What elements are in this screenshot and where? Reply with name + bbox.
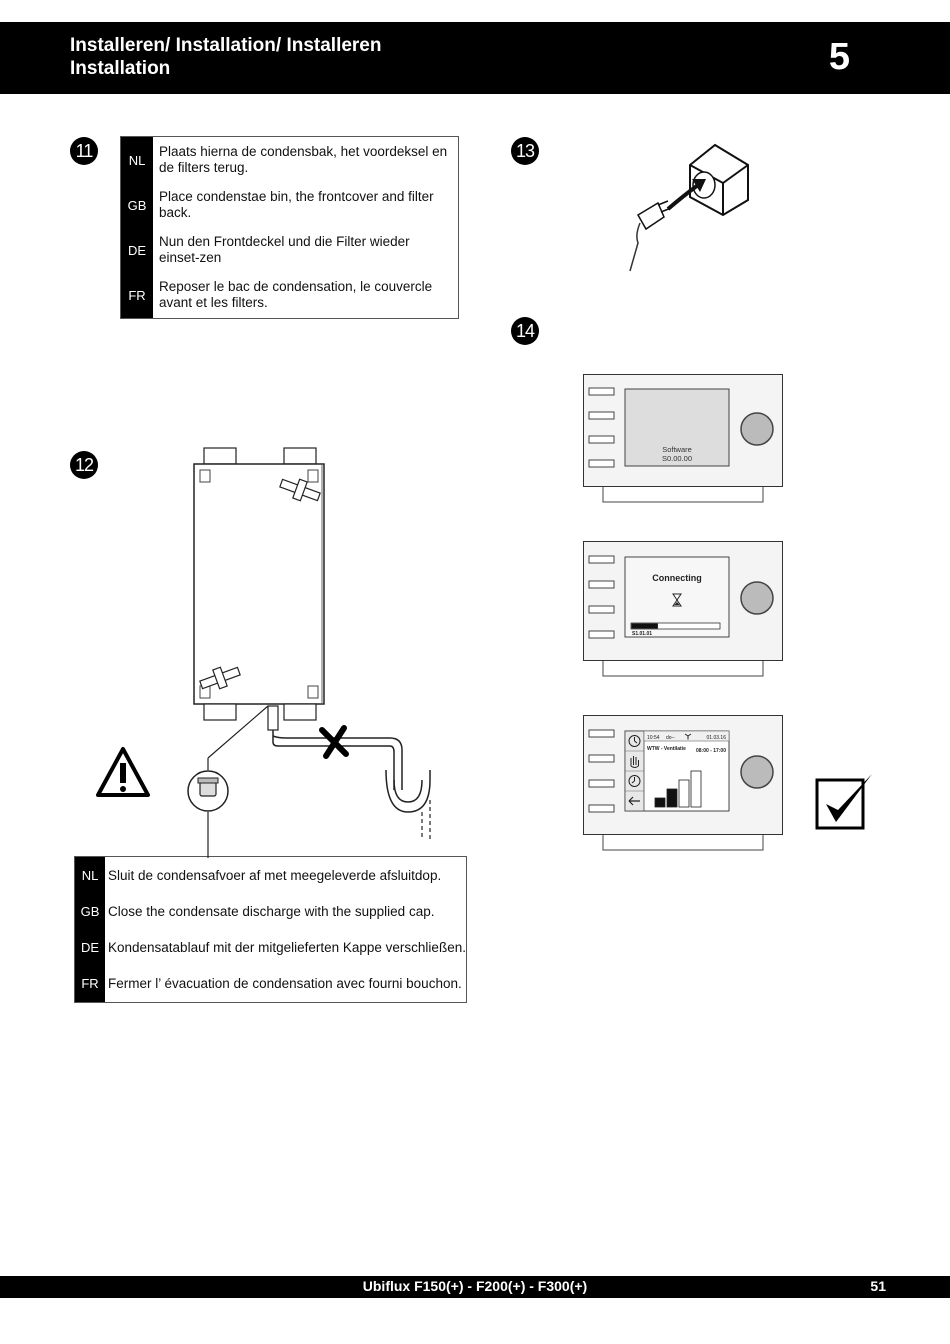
- instruction-row-gb: GB Place condenstae bin, the frontcover …: [121, 188, 458, 228]
- step-number-14: 14: [511, 317, 539, 345]
- step12-instruction-box: NL Sluit de condensafvoer af met meegele…: [74, 856, 467, 1003]
- screen-mode-label: WTW - Ventilatie: [647, 746, 686, 752]
- language-column: [121, 137, 153, 318]
- display-connecting-screen: Connecting S1.01.01: [583, 541, 783, 677]
- screen-software-label: Software: [662, 445, 692, 454]
- instruction-text: Fermer l’ évacuation de condensation ave…: [108, 976, 462, 991]
- plug-socket-illustration: [629, 143, 749, 272]
- instruction-text: Sluit de condensafvoer af met meegelever…: [108, 868, 442, 883]
- language-code: DE: [127, 243, 147, 258]
- chapter-number: 5: [828, 36, 850, 78]
- instruction-row-de: DE Kondensatablauf mit der mitgelieferte…: [75, 939, 466, 959]
- hand-icon: [630, 756, 639, 768]
- instruction-row-gb: GB Close the condensate discharge with t…: [75, 903, 466, 923]
- hourglass-icon: [672, 593, 682, 607]
- screen-connecting-version: S1.01.01: [632, 631, 652, 637]
- title-line-2: Installation: [70, 58, 171, 79]
- cross-icon: [319, 725, 349, 759]
- instruction-text: Place condenstae bin, the frontcover and…: [159, 189, 434, 220]
- instruction-row-nl: NL Plaats hierna de condensbak, het voor…: [121, 143, 458, 183]
- level-bar: [654, 797, 666, 808]
- instruction-row-fr: FR Reposer le bac de condensation, le co…: [121, 278, 458, 318]
- screen-day: do--: [666, 735, 675, 741]
- level-bar: [678, 779, 690, 808]
- page-header: Installeren/ Installation/ Installeren I…: [0, 22, 950, 94]
- display-software-screen: Software S0.00.00: [583, 374, 783, 503]
- title-line-1: Installeren/ Installation/ Installeren: [70, 35, 382, 56]
- instruction-row-de: DE Nun den Frontdeckel und die Filter wi…: [121, 233, 458, 273]
- instruction-text: Plaats hierna de condensbak, het voordek…: [159, 144, 448, 175]
- wall-socket: [689, 143, 749, 217]
- step-number-13: 13: [511, 137, 539, 165]
- fan-icon: [684, 733, 692, 740]
- page-number: 51: [870, 1278, 886, 1294]
- ventilation-unit-diagram: [187, 447, 431, 858]
- step11-instruction-box: NL Plaats hierna de condensbak, het voor…: [120, 136, 459, 319]
- language-code: GB: [127, 198, 147, 213]
- screen-connecting-label: Connecting: [652, 573, 702, 583]
- language-code: NL: [128, 153, 146, 168]
- step-number-12: 12: [70, 451, 98, 479]
- language-code: FR: [128, 288, 146, 303]
- progress-bar: [630, 622, 721, 630]
- instruction-row-nl: NL Sluit de condensafvoer af met meegele…: [75, 867, 466, 887]
- checkmark-icon: [815, 774, 872, 830]
- warning-triangle-icon: [96, 747, 150, 797]
- language-code: FR: [81, 976, 99, 991]
- screen-time: 10:54: [647, 735, 660, 741]
- clock-icon: [628, 775, 641, 787]
- screen-software-version: S0.00.00: [662, 454, 692, 463]
- instruction-row-fr: FR Fermer l’ évacuation de condensation …: [75, 975, 466, 995]
- instruction-text: Reposer le bac de condensation, le couve…: [159, 279, 433, 310]
- language-code: NL: [81, 868, 99, 883]
- language-code: DE: [80, 940, 100, 955]
- back-arrow-icon: [628, 796, 640, 806]
- page-footer: Ubiflux F150(+) - F200(+) - F300(+) 51: [0, 1276, 950, 1298]
- screen-schedule: 08:00 - 17:00: [696, 748, 726, 754]
- level-bar: [690, 770, 702, 808]
- footer-title: Ubiflux F150(+) - F200(+) - F300(+): [362, 1278, 588, 1294]
- page-title: Installeren/ Installation/ Installeren I…: [70, 34, 670, 80]
- language-code: GB: [80, 904, 100, 919]
- arrow-icon: [666, 179, 706, 211]
- clock-icon: [628, 735, 641, 747]
- display-main-screen: 10:54 do-- 01.03.16 WTW - Ventilatie 08:…: [583, 715, 783, 851]
- language-column: [75, 857, 105, 1002]
- step-number-11: 11: [70, 137, 98, 165]
- instruction-text: Nun den Frontdeckel und die Filter wiede…: [159, 234, 410, 265]
- instruction-text: Close the condensate discharge with the …: [108, 904, 435, 919]
- screen-date: 01.03.16: [707, 735, 727, 741]
- ventilation-level-bars: [654, 770, 702, 808]
- progress-bar-fill: [631, 623, 658, 629]
- level-bar: [666, 788, 678, 808]
- power-plug: [629, 200, 672, 272]
- unit-housing: [193, 463, 325, 705]
- instruction-text: Kondensatablauf mit der mitgelieferten K…: [108, 940, 466, 955]
